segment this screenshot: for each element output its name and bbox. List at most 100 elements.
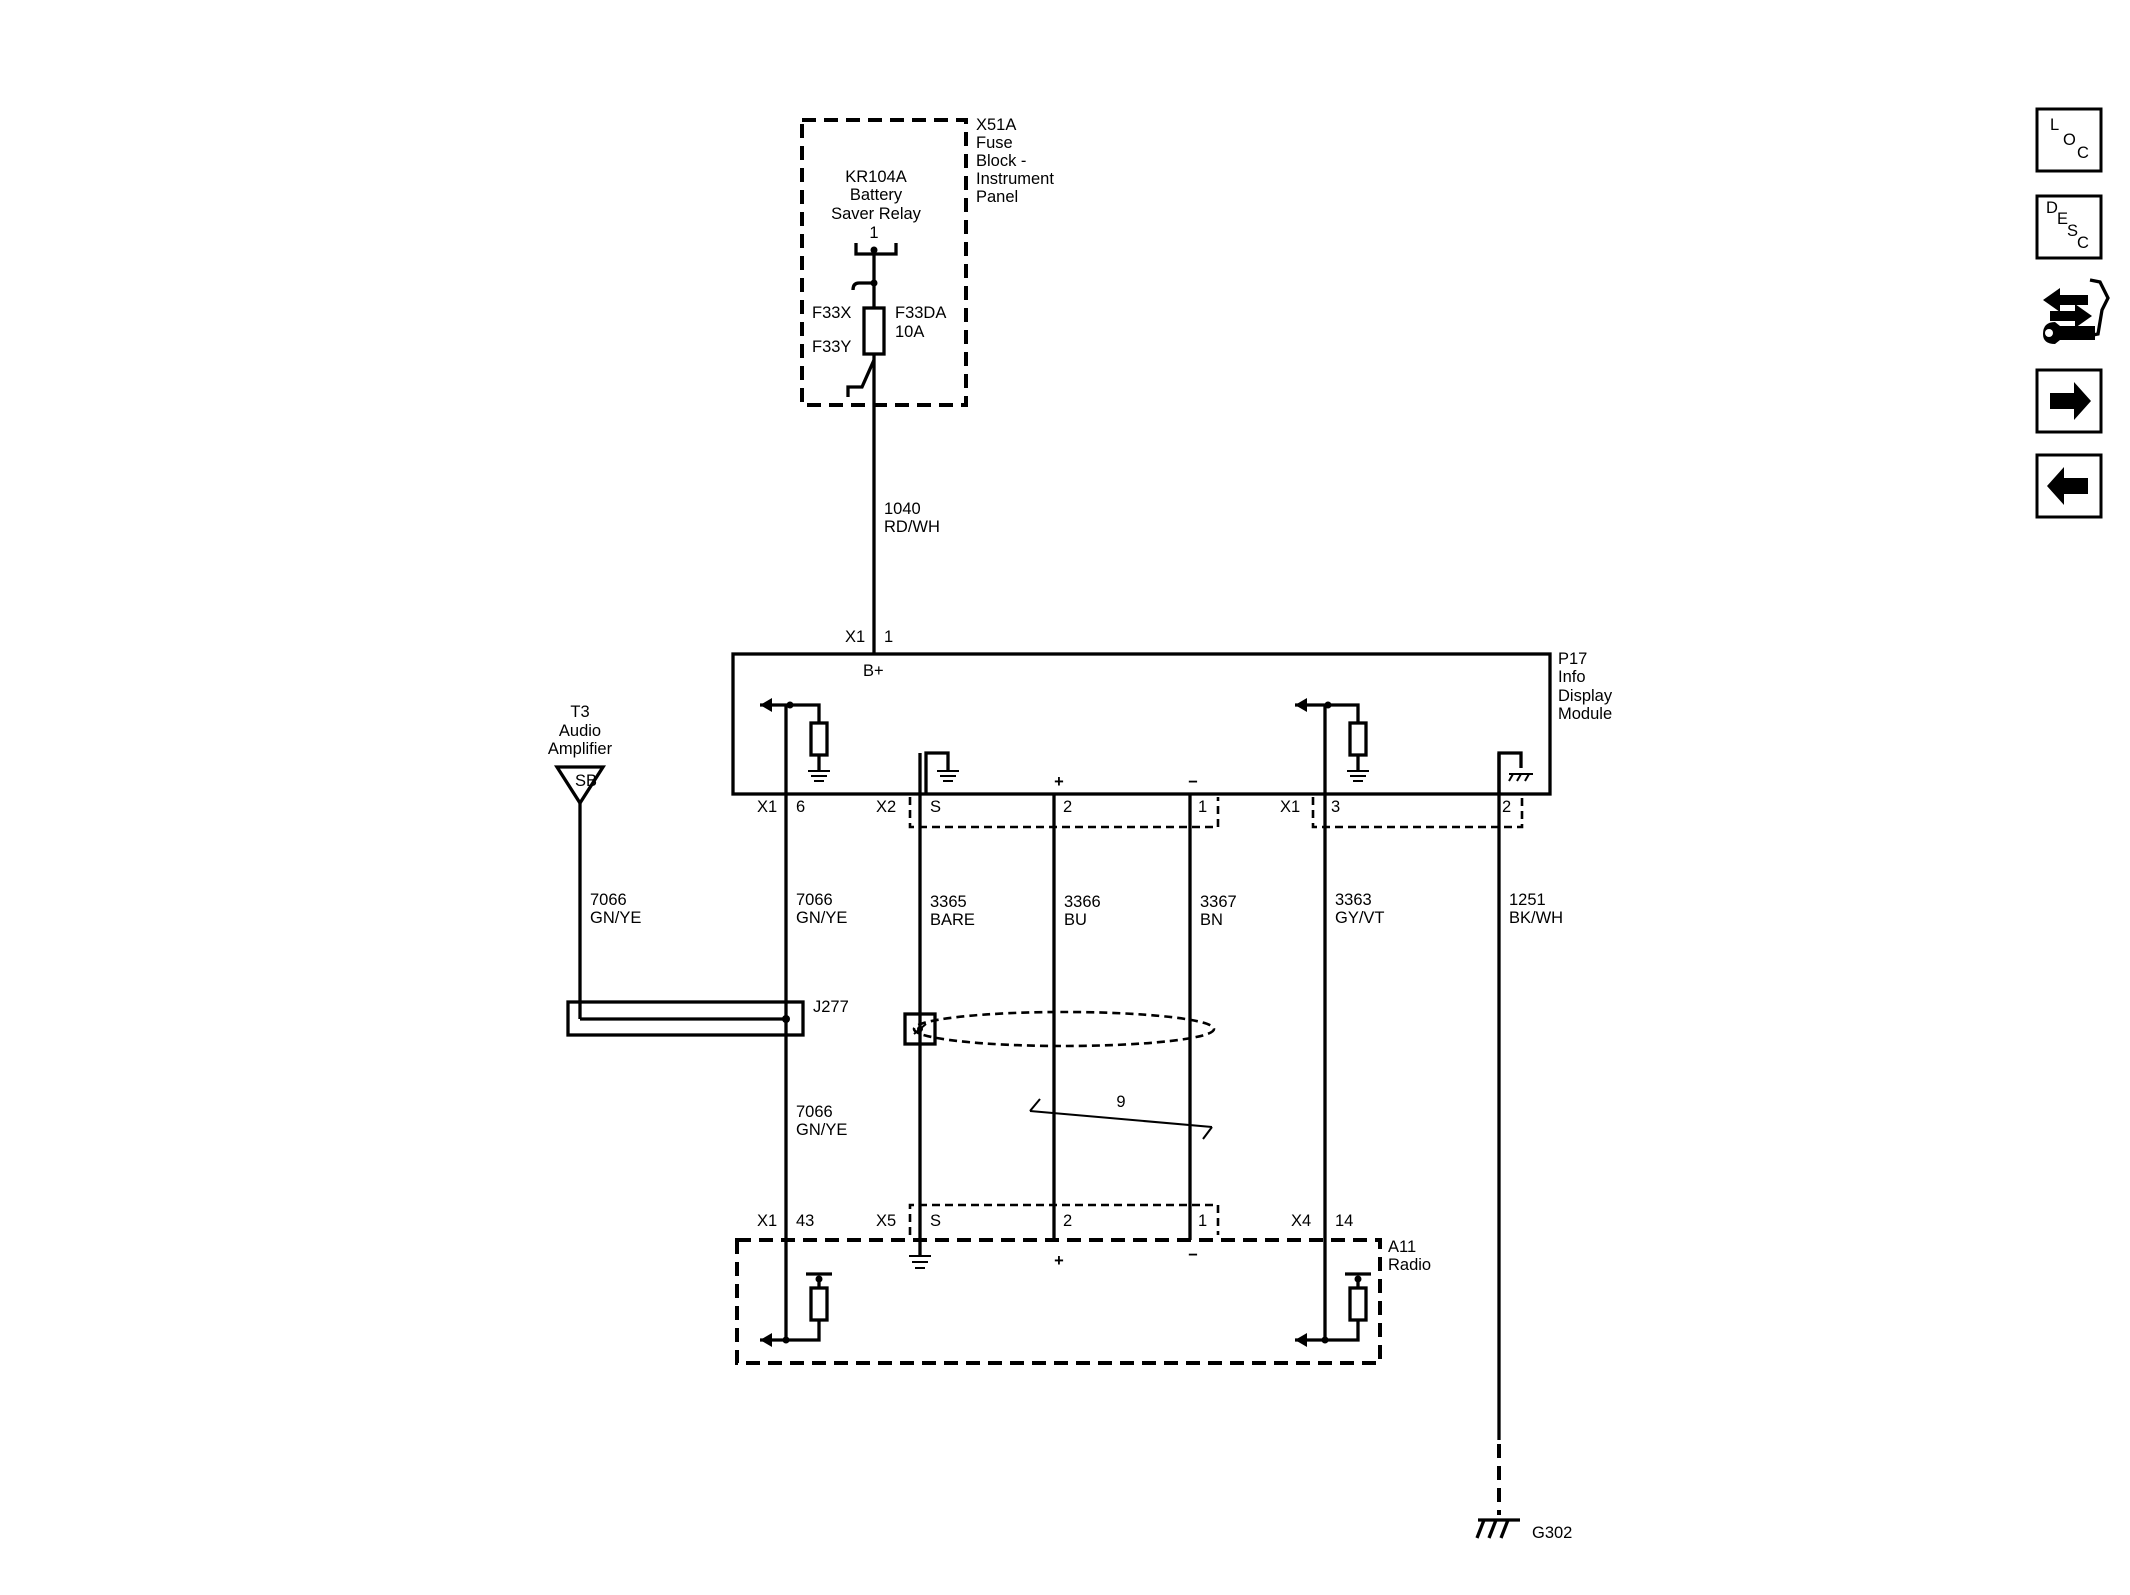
p17-id: P17 [1558,650,1587,668]
location-button[interactable]: L O C [2035,107,2103,173]
fuse-term-y: F33Y [812,338,851,356]
wire-3365-circuit: 3365 [930,893,967,911]
ground-id: G302 [1532,1524,1572,1542]
p17-left-output-circuit [760,698,830,782]
radio-a11: A11 Radio + − [735,1238,1431,1365]
loc-letter-o: O [2063,131,2076,149]
fuse-f33da-symbol [846,283,886,397]
p17-shield-ground [924,751,959,794]
wire-3366-circuit: 3366 [1064,893,1101,911]
wire-3363-color: GY/VT [1335,909,1385,927]
p17-top-pin: 1 [884,628,893,646]
wire-3365-color: BARE [930,911,975,929]
wire-7066-a-color: GN/YE [796,909,847,927]
fuse-id: F33DA [895,304,946,322]
wire-7066-amp-color: GN/YE [590,909,641,927]
wire-7066-a-circuit: 7066 [796,891,833,909]
splice-id: J277 [813,998,849,1016]
connector-end-view-icon [2043,278,2110,344]
p17-bplus-label: B+ [863,662,884,680]
p17-x1-3-conn: X1 [1280,798,1300,816]
desc-letter-d: D [2046,199,2058,217]
a11-x5-connector-outline [908,1203,1220,1235]
radio-id: A11 [1388,1238,1416,1256]
p17-plus-sign: + [1054,773,1064,791]
fuse-block-name-1: Fuse [976,134,1013,152]
next-page-arrow-icon [2050,382,2091,420]
fuse-block-name-2: Block - [976,152,1026,170]
fuse-term-x: F33X [812,304,851,322]
previous-page-button[interactable] [2035,453,2103,519]
p17-x1-3-connector-outline [1311,797,1524,829]
p17-x2-pin-2: 2 [1063,798,1072,816]
splice-pack-j277: J277 [566,998,849,1037]
p17-name-1: Info [1558,668,1586,686]
wire-7066-amp-circuit: 7066 [590,891,627,909]
fuse-block-name-4: Panel [976,188,1018,206]
p17-top-connector: X1 [845,628,865,646]
ground-g302: G302 [1475,1518,1572,1542]
radio-plus-sign: + [1054,1252,1064,1270]
p17-x2-pin-1: 1 [1198,798,1207,816]
p17-chassis-ground [1497,751,1533,794]
twisted-pair-marker: 9 [1029,1093,1213,1140]
wire-1040-color: RD/WH [884,518,940,536]
fuse-rating: 10A [895,323,924,341]
p17-right-output-circuit [1295,698,1369,782]
audio-amplifier-t3: T3 Audio Amplifier SB [548,703,613,807]
wire-7066-b-color: GN/YE [796,1121,847,1139]
shield-drain-symbol [903,1010,1216,1048]
amplifier-name-1: Audio [559,722,601,740]
p17-x2-pin-s: S [930,798,941,816]
a11-x1-pin: 43 [796,1212,814,1230]
fuse-block-id: X51A [976,116,1016,134]
amplifier-id: T3 [570,703,589,721]
a11-x5-pin-2: 2 [1063,1212,1072,1230]
radio-left-input-circuit [760,1272,832,1347]
a11-x5-pin-s: S [930,1212,941,1230]
p17-x1-6-pin: 6 [796,798,805,816]
p17-gnd-pin: 2 [1502,798,1511,816]
a11-x1-conn: X1 [757,1212,777,1230]
loc-letter-l: L [2050,116,2059,134]
info-display-module-p17: B+ P17 Info Display Module + − [731,650,1613,796]
fuse-block-x51a: X51A Fuse Block - Instrument Panel KR104… [800,116,1054,407]
description-button[interactable]: D E S C [2035,194,2103,260]
desc-letter-e: E [2057,210,2068,228]
wire-3367-circuit: 3367 [1200,893,1237,911]
radio-shield-ground [909,1255,931,1269]
a11-x4-pin: 14 [1335,1212,1353,1230]
wire-3367-color: BN [1200,911,1223,929]
wire-1251-color: BK/WH [1509,909,1563,927]
relay-pin: 1 [869,224,878,242]
desc-letter-c: C [2077,234,2089,252]
p17-x1-6-conn: X1 [757,798,777,816]
p17-minus-sign: − [1188,773,1198,791]
fuse-block-name-3: Instrument [976,170,1054,188]
p17-x2-conn: X2 [876,798,896,816]
wire-3363-circuit: 3363 [1335,891,1372,909]
a11-x5-conn: X5 [876,1212,896,1230]
relay-id: KR104A [845,168,906,186]
wire-3366-color: BU [1064,911,1087,929]
p17-name-3: Module [1558,705,1612,723]
wire-1251-circuit: 1251 [1509,891,1546,909]
previous-page-arrow-icon [2047,467,2088,505]
p17-x2-connector-outline [908,797,1220,829]
amplifier-name-2: Amplifier [548,740,613,758]
connector-end-view-button[interactable] [2043,278,2110,344]
relay-name-2: Saver Relay [831,205,922,223]
a11-x5-pin-1: 1 [1198,1212,1207,1230]
wire-7066-b-circuit: 7066 [796,1103,833,1121]
amplifier-tag: SB [575,772,597,790]
p17-x1-3-pin: 3 [1331,798,1340,816]
radio-name: Radio [1388,1256,1431,1274]
next-page-button[interactable] [2035,368,2103,434]
radio-right-input-circuit [1295,1272,1371,1347]
loc-letter-c: C [2077,144,2089,162]
p17-name-2: Display [1558,687,1613,705]
relay-contact-symbol [851,243,898,291]
wire-1040-circuit: 1040 [884,500,921,518]
a11-x4-conn: X4 [1291,1212,1311,1230]
